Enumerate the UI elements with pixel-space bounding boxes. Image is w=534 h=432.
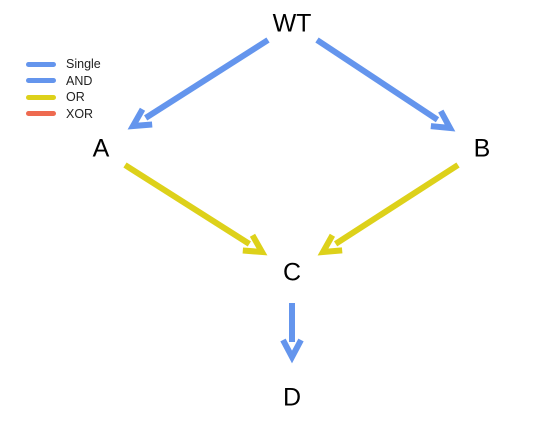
edge-wt-to-a xyxy=(144,37,270,121)
node-c: C xyxy=(282,258,302,287)
arrowhead-wt-to-b xyxy=(430,109,456,132)
legend-label-single: Single xyxy=(66,57,101,72)
node-a: A xyxy=(92,134,110,163)
legend-item-and: AND xyxy=(26,73,101,90)
legend-item-single: Single xyxy=(26,56,101,73)
legend-label-or: OR xyxy=(66,90,85,105)
legend-swatch-and xyxy=(26,78,56,84)
edge-b-to-c xyxy=(333,162,460,247)
arrowhead-c-to-d xyxy=(280,338,304,364)
legend-item-xor: XOR xyxy=(26,106,101,123)
node-d: D xyxy=(282,383,302,412)
edge-wt-to-b xyxy=(315,37,440,123)
legend-item-or: OR xyxy=(26,89,101,106)
arrowhead-b-to-c xyxy=(317,233,343,256)
legend-swatch-single xyxy=(26,61,56,67)
legend-label-xor: XOR xyxy=(66,106,94,121)
legend-swatch-xor xyxy=(26,111,56,117)
legend-label-and: AND xyxy=(66,73,93,88)
edge-a-to-c xyxy=(123,162,251,247)
legend-swatch-or xyxy=(26,94,56,100)
arrowhead-wt-to-a xyxy=(127,107,153,130)
arrowhead-a-to-c xyxy=(242,233,268,256)
node-b: B xyxy=(473,134,491,163)
node-wt: WT xyxy=(272,9,312,38)
legend: Single AND OR XOR xyxy=(26,56,101,122)
edges-group xyxy=(123,37,460,364)
